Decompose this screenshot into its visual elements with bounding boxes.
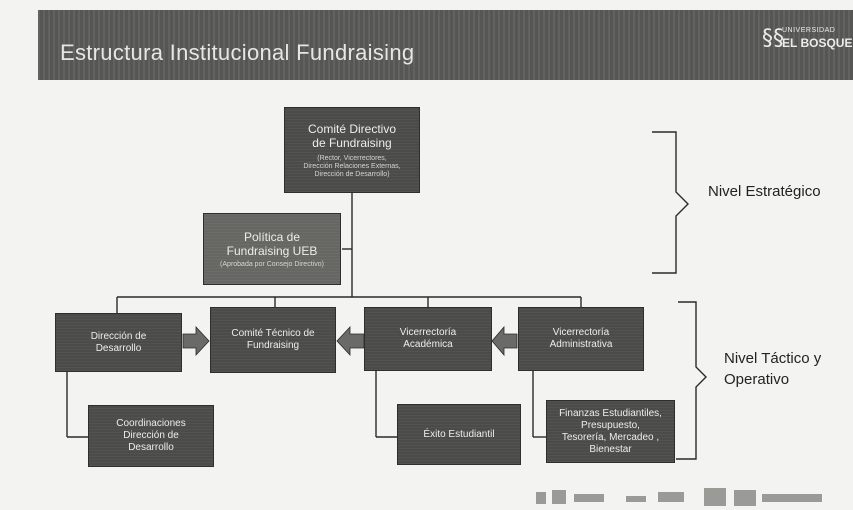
comite-directivo-detail-3: Dirección de Desarrollo) [314,170,390,178]
page-title: Estructura Institucional Fundraising [60,40,415,65]
politica-title-1: Política de [243,229,301,244]
node-vice-academica: Vicerrectoría Académica [364,307,492,371]
comite-tecnico-line-2: Fundraising [246,340,300,351]
direccion-desarrollo-line-1: Dirección de [90,330,147,342]
header-banner: Estructura Institucional Fundraising §§ … [38,10,853,80]
node-direccion-desarrollo: Dirección de Desarrollo [55,313,182,372]
logo-subtitle: UNIVERSIDAD [782,27,836,34]
vice-administrativa-line-1: Vicerrectoría [552,327,610,338]
finanzas-line-4: Bienestar [589,443,632,455]
node-politica: Política de Fundraising UEB (Aprobada po… [203,213,341,285]
finanzas-line-3: Tesorería, Mercadeo , [561,431,660,443]
vice-administrativa-line-2: Administrativa [549,339,613,350]
comite-tecnico-line-1: Comité Técnico de [231,328,315,339]
node-comite-directivo: Comité Directivo de Fundraising (Rector,… [284,107,420,193]
comite-directivo-detail-2: Dirección Relaciones Externas, [303,162,401,170]
node-vice-administrativa: Vicerrectoría Administrativa [518,307,644,371]
bracket-estrategico [652,131,689,274]
coordinaciones-line-1: Coordinaciones [116,418,186,429]
arrow-left-icon [336,325,365,357]
comite-directivo-title-2: de Fundraising [312,135,392,150]
arrow-left-icon-2 [491,325,518,357]
arrow-right-icon [182,325,210,357]
finanzas-line-2: Presupuesto, [581,419,640,431]
vice-academica-line-2: Académica [403,339,453,350]
coordinaciones-line-3: Desarrollo [128,442,174,453]
direccion-desarrollo-line-2: Desarrollo [95,342,142,354]
node-exito-estudiantil: Éxito Estudiantil [397,404,521,465]
coordinaciones-line-2: Dirección de [123,430,179,441]
finanzas-line-1: Finanzas Estudiantiles, [559,407,662,419]
politica-detail: (Aprobada por Consejo Directivo) [220,260,324,268]
scan-artifact [536,488,822,506]
node-comite-tecnico: Comité Técnico de Fundraising [210,307,336,373]
comite-directivo-title-1: Comité Directivo [307,121,397,136]
politica-title-2: Fundraising UEB [226,243,318,258]
node-coordinaciones: Coordinaciones Dirección de Desarrollo [88,405,214,467]
level-tactico-line-1: Nivel Táctico y [724,350,822,367]
logo-name: EL BOSQUE [782,36,853,50]
vice-academica-line-1: Vicerrectoría [399,327,457,338]
bracket-tactico [676,301,707,460]
node-finanzas: Finanzas Estudiantiles, Presupuesto, Tes… [546,400,675,463]
level-estrategico-label: Nivel Estratégico [708,183,821,200]
exito-line-1: Éxito Estudiantil [423,428,495,440]
logo-mark-icon: §§ [762,26,784,51]
level-tactico-line-2: Operativo [724,371,790,388]
comite-directivo-detail-1: (Rector, Vicerrectores, [317,154,387,162]
level-tactico-label: Nivel Táctico y Operativo [724,348,821,390]
